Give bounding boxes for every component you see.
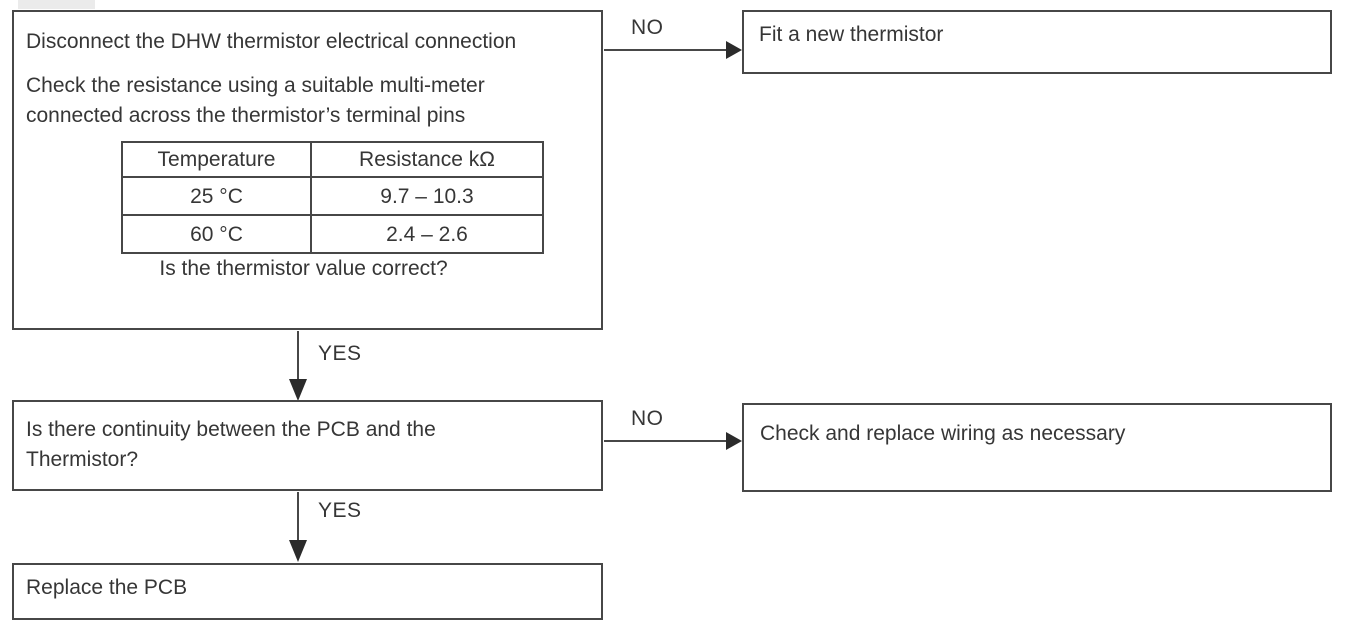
no-connector-1-line: [604, 49, 728, 51]
step1-instruction-2: Check the resistance using a suitable mu…: [26, 73, 485, 127]
resistance-cell: 2.4 – 2.6: [310, 214, 544, 255]
step1-no-action-text: Fit a new thermistor: [759, 23, 944, 46]
col-header-temperature: Temperature: [121, 141, 312, 179]
resistance-cell: 9.7 – 10.3: [310, 176, 544, 217]
step2-question: Is there continuity between the PCB and …: [26, 418, 436, 471]
yes-label-2: YES: [318, 499, 362, 522]
temperature-cell: 60 °C: [121, 214, 312, 255]
table-row: 60 °C 2.4 – 2.6: [121, 214, 544, 255]
yes-connector-1-line: [297, 331, 299, 381]
scan-artifact: [18, 0, 95, 9]
resistance-table: Temperature Resistance kΩ 25 °C 9.7 – 10…: [121, 141, 544, 255]
step1-instruction-1: Disconnect the DHW thermistor electrical…: [26, 30, 517, 53]
step1-box: Disconnect the DHW thermistor electrical…: [12, 10, 603, 330]
step1-question: Is the thermistor value correct?: [159, 257, 448, 281]
arrow-down-icon: [289, 379, 307, 401]
step2-no-action-text: Check and replace wiring as necessary: [760, 422, 1126, 445]
arrow-right-icon: [726, 432, 742, 450]
table-header-row: Temperature Resistance kΩ: [121, 141, 544, 179]
step2-box: Is there continuity between the PCB and …: [12, 400, 603, 491]
step2-no-action-box: Check and replace wiring as necessary: [742, 403, 1332, 492]
no-label-2: NO: [631, 407, 664, 430]
step1-no-action-box: Fit a new thermistor: [742, 10, 1332, 74]
table-row: 25 °C 9.7 – 10.3: [121, 176, 544, 217]
step3-action-text: Replace the PCB: [26, 576, 188, 599]
yes-connector-2-line: [297, 492, 299, 542]
no-connector-2-line: [604, 440, 728, 442]
yes-label-1: YES: [318, 342, 362, 365]
arrow-down-icon: [289, 540, 307, 562]
arrow-right-icon: [726, 41, 742, 59]
col-header-resistance: Resistance kΩ: [310, 141, 544, 179]
no-label-1: NO: [631, 16, 664, 39]
step3-box: Replace the PCB: [12, 563, 603, 620]
temperature-cell: 25 °C: [121, 176, 312, 217]
